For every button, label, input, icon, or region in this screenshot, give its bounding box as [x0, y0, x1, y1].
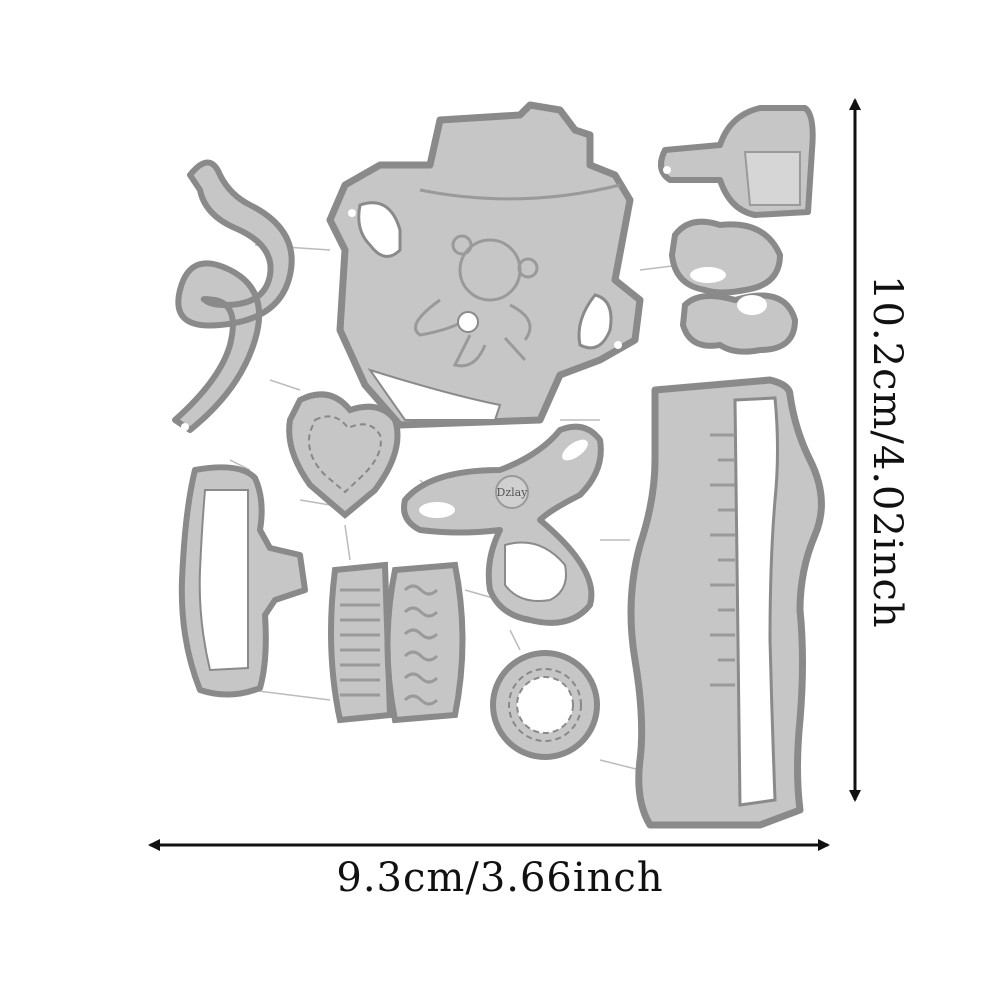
- ring-die: [490, 650, 600, 760]
- patterned-bar-die: [384, 561, 466, 724]
- dimension-arrows: [148, 98, 861, 851]
- bear-emboss: [414, 234, 539, 368]
- width-dimension-label: 9.3cm/3.66inch: [336, 855, 664, 901]
- oval-die-lower: [679, 292, 799, 355]
- bottle-body-die: [627, 376, 825, 829]
- comb-die: [328, 561, 394, 724]
- oval-die-upper: [668, 218, 784, 296]
- wave-strip-die: [172, 159, 295, 433]
- brush-die: [178, 464, 308, 698]
- height-dimension-label: 10.2cm/4.02inch: [864, 275, 910, 629]
- bottle-nipple-die: [658, 105, 816, 218]
- sippy-cup-die: [326, 101, 644, 429]
- heart-die: [286, 391, 401, 519]
- pacifier-die: Dzlay: [401, 423, 604, 626]
- bottle-measure-ticks: [710, 433, 735, 687]
- logo-text: Dzlay: [497, 486, 529, 499]
